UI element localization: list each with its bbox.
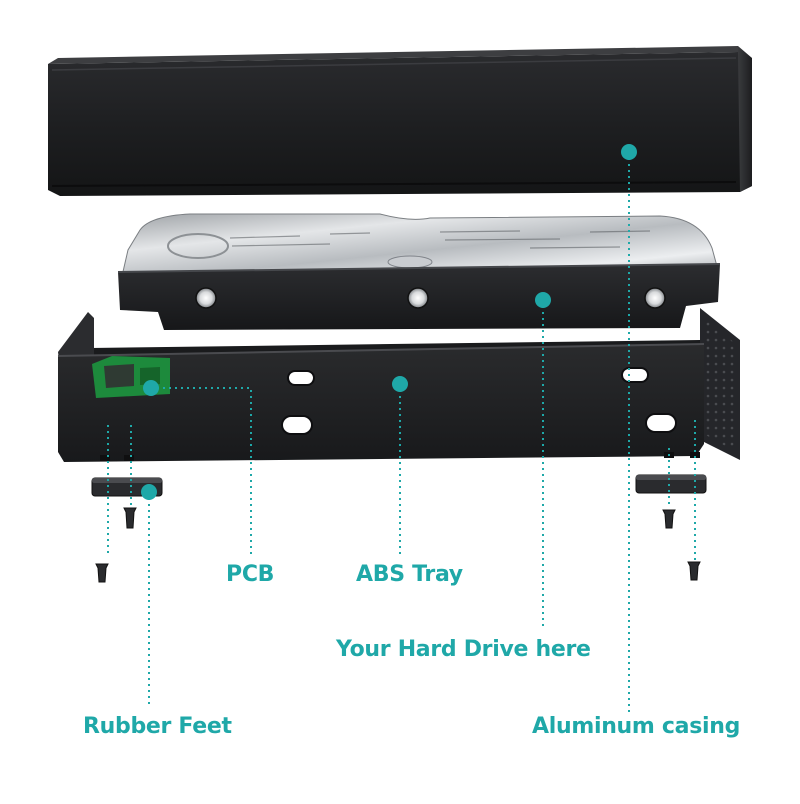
label-abs-tray: ABS Tray xyxy=(356,562,463,587)
label-aluminum-casing: Aluminum casing xyxy=(532,714,741,739)
screws xyxy=(95,507,701,583)
dot-pcb xyxy=(143,380,159,396)
callout-leaders xyxy=(107,152,696,712)
label-hard-drive: Your Hard Drive here xyxy=(336,637,591,662)
aluminum-casing xyxy=(48,46,752,196)
dot-aluminum-casing xyxy=(621,144,637,160)
rubber-feet xyxy=(91,474,707,497)
label-rubber-feet: Rubber Feet xyxy=(83,714,232,739)
hard-drive xyxy=(117,213,721,330)
dot-rubber-feet xyxy=(141,484,157,500)
dot-abs-tray xyxy=(392,376,408,392)
label-pcb: PCB xyxy=(226,562,275,587)
callout-dots xyxy=(141,144,637,500)
pcb xyxy=(92,356,170,398)
dot-hard-drive xyxy=(535,292,551,308)
